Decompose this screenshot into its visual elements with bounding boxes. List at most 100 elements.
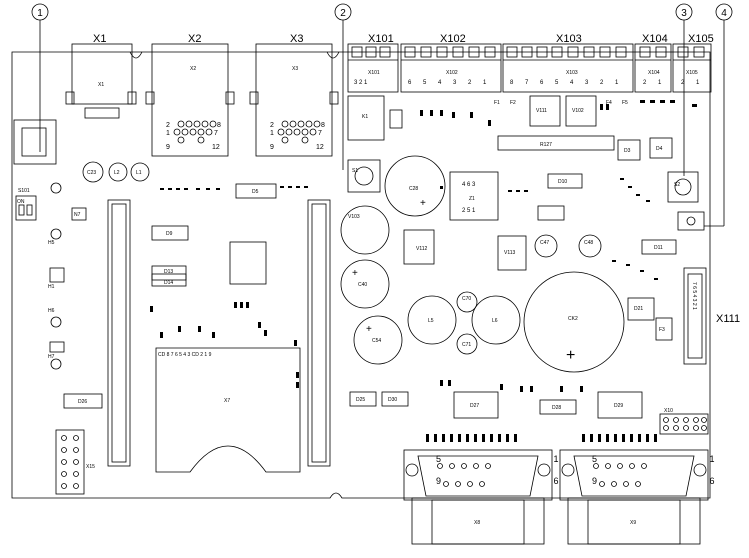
v103-label: V103 bbox=[348, 214, 360, 220]
d29-label: D29 bbox=[614, 403, 623, 409]
x101-pin-numbers: 3 2 1 bbox=[354, 80, 368, 86]
x1-connector-body bbox=[71, 43, 133, 105]
f2-label: F2 bbox=[510, 100, 516, 106]
x111-label: X111 bbox=[716, 313, 740, 325]
x105-terminal bbox=[672, 43, 712, 93]
x103-small-label: X103 bbox=[566, 70, 578, 76]
callout-4-number: 4 bbox=[721, 8, 727, 19]
v111-label: V111 bbox=[536, 108, 547, 114]
x104-pin-numbers: 2 1 bbox=[643, 80, 666, 86]
c70-label: C70 bbox=[462, 296, 471, 302]
x8-dsub-connector bbox=[403, 449, 553, 545]
x2-pin-9: 9 bbox=[166, 144, 170, 151]
module-slot-right bbox=[307, 199, 331, 467]
d13-label: D13 bbox=[164, 269, 173, 275]
ck2-plus: + bbox=[566, 347, 575, 364]
f1-label: F1 bbox=[494, 100, 500, 106]
l2-inductor bbox=[108, 162, 128, 182]
v109-part bbox=[389, 109, 403, 129]
d21-label: D21 bbox=[634, 306, 643, 312]
x7-pin-row: CD 8 7 6 5 4 3 CD 2 1 9 bbox=[158, 352, 212, 358]
x3-small-label: X3 bbox=[292, 66, 298, 72]
h6-label: H6 bbox=[48, 308, 55, 314]
s1-switch bbox=[347, 159, 381, 193]
v112-regulator bbox=[403, 229, 435, 265]
c23-capacitor bbox=[82, 161, 104, 183]
d5-chip bbox=[235, 183, 277, 199]
d30-chip bbox=[381, 391, 409, 407]
l1-inductor bbox=[130, 162, 150, 182]
tp-2 bbox=[50, 228, 62, 240]
d28-chip bbox=[539, 399, 577, 415]
callout-2-number: 2 bbox=[340, 8, 346, 19]
x8-pin-5-1: 5 1 bbox=[436, 454, 614, 464]
s2-label: S2 bbox=[674, 182, 680, 188]
x2-pin-7: 7 bbox=[214, 130, 218, 137]
d5-label: D5 bbox=[252, 189, 259, 195]
x102-terminal bbox=[400, 43, 502, 93]
x105-jumper bbox=[677, 211, 705, 231]
c23-label: C23 bbox=[87, 170, 96, 176]
c71-capacitor bbox=[456, 333, 478, 355]
terminal-screws bbox=[351, 46, 705, 58]
d14-label: D14 bbox=[164, 280, 173, 286]
n7-chip bbox=[71, 207, 87, 221]
x9-pin-5-1: 5 1 bbox=[592, 454, 749, 464]
v113-label: V113 bbox=[504, 250, 516, 256]
z1-pins-bot: 2 5 1 bbox=[462, 208, 476, 214]
x104-label: X104 bbox=[642, 33, 668, 45]
d26-label: D26 bbox=[78, 399, 87, 405]
c40-label: C40 bbox=[358, 282, 367, 288]
x2-pin-field bbox=[173, 120, 217, 144]
x103-pin-numbers: 8 7 6 5 4 3 2 1 bbox=[510, 80, 623, 86]
h7-led bbox=[49, 341, 65, 353]
x9-pin-9-6: 9 6 bbox=[592, 476, 749, 486]
x9-label: X9 bbox=[630, 520, 636, 526]
tp-4 bbox=[50, 358, 62, 370]
x102-label: X102 bbox=[440, 33, 466, 45]
x2-connector-body bbox=[151, 43, 229, 157]
x3-pin-2: 2 bbox=[270, 122, 274, 129]
c48-capacitor bbox=[578, 234, 602, 258]
module-slot-left bbox=[107, 199, 131, 467]
k1-label: K1 bbox=[362, 114, 368, 120]
board-notch-left bbox=[129, 51, 143, 59]
c47-capacitor bbox=[534, 234, 558, 258]
s2-switch bbox=[667, 171, 699, 203]
d11-diode bbox=[641, 239, 677, 255]
x102-pin-numbers: 6 5 4 3 2 1 bbox=[408, 80, 491, 86]
x101-terminal bbox=[347, 43, 399, 93]
x7-sd-slot bbox=[155, 347, 301, 473]
x111-pin-numbers: 7 6 5 4 3 2 1 bbox=[691, 282, 697, 310]
h7-label: H7 bbox=[48, 354, 55, 360]
v112-label: V112 bbox=[416, 246, 428, 252]
c28-plus: + bbox=[420, 198, 426, 209]
d9-label: D9 bbox=[166, 231, 173, 237]
x3-pin-7: 7 bbox=[318, 130, 322, 137]
x8-label: X8 bbox=[474, 520, 480, 526]
c40-plus: + bbox=[352, 268, 358, 279]
f5-label: F5 bbox=[622, 100, 628, 106]
x101-small-label: X101 bbox=[368, 70, 380, 76]
h1-label: H1 bbox=[48, 284, 55, 290]
x2-pin-12: 12 bbox=[212, 144, 220, 151]
x2-small-label: X2 bbox=[190, 66, 196, 72]
v102-transistor bbox=[565, 95, 597, 127]
ck2-label: CK2 bbox=[568, 316, 578, 322]
x2-pin-8: 8 bbox=[217, 122, 221, 129]
board-notch-mid bbox=[326, 51, 340, 59]
c40-capacitor bbox=[340, 259, 390, 309]
smd-components bbox=[150, 100, 697, 442]
d30-label: D30 bbox=[388, 397, 397, 403]
x3-pin-field bbox=[277, 120, 321, 144]
d12-chip bbox=[229, 241, 267, 285]
d10-label: D10 bbox=[558, 179, 567, 185]
s101-label: S101 bbox=[18, 188, 30, 194]
ck2-capacitor bbox=[523, 271, 625, 373]
r127-resistor bbox=[497, 135, 615, 151]
d4-diode bbox=[649, 137, 673, 159]
x1-label: X1 bbox=[93, 33, 106, 45]
z1-label: Z1 bbox=[469, 196, 475, 202]
k-unit-left bbox=[13, 119, 57, 165]
